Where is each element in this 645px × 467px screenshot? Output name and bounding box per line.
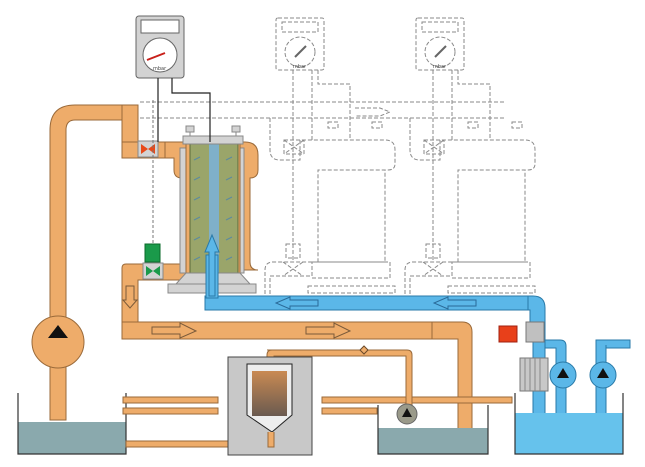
indicator-red (498, 325, 518, 343)
inactive-filter-unit-3 (404, 17, 536, 300)
pressure-gauge-active: mbar (135, 15, 211, 142)
feed-pump[interactable] (31, 315, 85, 369)
valve-green[interactable] (142, 243, 164, 280)
clean-pump-1[interactable] (549, 361, 577, 389)
inactive-filter-unit-2 (264, 17, 396, 300)
heat-exchanger (519, 357, 549, 392)
clean-tank (514, 393, 624, 455)
supply-tank (17, 393, 127, 455)
gauge-unit-label-2: mbar (293, 64, 307, 70)
separator-unit (227, 356, 313, 456)
return-pump[interactable] (396, 403, 418, 425)
flow-arrows-clean (274, 296, 477, 310)
flow-arrows-process (121, 285, 352, 339)
gauge-unit-label-3: mbar (433, 64, 447, 70)
valve-red[interactable] (137, 140, 159, 158)
flow-sensor (525, 321, 545, 343)
gauge-unit-label: mbar (153, 66, 167, 72)
check-valve (359, 345, 369, 355)
clean-pump-2[interactable] (589, 361, 617, 389)
inactive-filter-units (140, 17, 536, 300)
dirty-tank (377, 405, 489, 455)
bottom-piping (122, 349, 513, 448)
